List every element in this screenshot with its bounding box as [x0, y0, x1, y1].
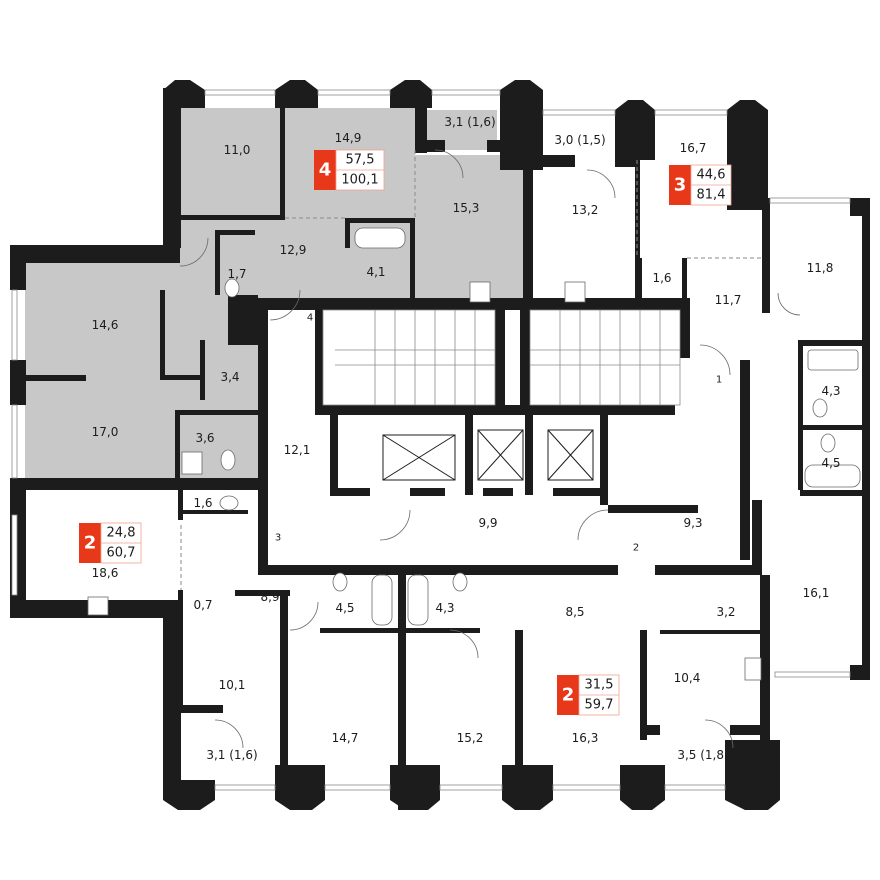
room-area: 14,6 [92, 318, 119, 332]
stairwell-left [322, 309, 496, 406]
room-area: 3,4 [220, 370, 239, 384]
room-area: 4,3 [821, 384, 840, 398]
room-area: 4,3 [435, 601, 454, 615]
room-area: 13,2 [572, 203, 599, 217]
room-area: 3,2 [716, 605, 735, 619]
zone-dividers [180, 150, 762, 590]
room-area: 11,0 [224, 143, 251, 157]
apartment-4-area[interactable] [25, 108, 523, 482]
room-area: 11,7 [715, 293, 742, 307]
entrance-number: 3 [275, 533, 281, 544]
living-area: 31,5 [585, 678, 614, 693]
rooms-count: 3 [674, 175, 687, 196]
rooms-count: 2 [562, 685, 575, 706]
room-area: 8,9 [260, 590, 279, 604]
apartment-badge-2-west[interactable]: 2 24,8 60,7 [79, 522, 142, 564]
room-labels: 11,0 14,9 3,1 (1,6) 15,3 12,9 4,1 1,7 14… [92, 115, 841, 762]
room-area: 15,2 [457, 731, 484, 745]
living-area: 24,8 [107, 526, 136, 541]
room-area: 9,3 [683, 516, 702, 530]
room-area: 14,9 [335, 131, 362, 145]
room-area: 14,7 [332, 731, 359, 745]
room-area: 9,9 [478, 516, 497, 530]
apartment-badge-3[interactable]: 3 44,6 81,4 [669, 164, 732, 206]
total-area: 81,4 [697, 188, 726, 203]
room-area: 12,1 [284, 443, 311, 457]
room-area: 3,1 (1,6) [206, 748, 257, 762]
room-area: 10,1 [219, 678, 246, 692]
room-area: 10,4 [674, 671, 701, 685]
entrance-numbers: 4 1 3 2 [275, 313, 722, 554]
room-area: 3,1 (1,6) [444, 115, 495, 129]
rooms-count: 4 [319, 160, 332, 181]
room-area: 16,3 [572, 731, 599, 745]
room-area: 18,6 [92, 566, 119, 580]
entrance-number: 4 [307, 313, 313, 324]
doors [179, 149, 801, 749]
entrance-number: 1 [716, 375, 722, 386]
room-area: 3,6 [195, 431, 214, 445]
room-area: 1,6 [193, 496, 212, 510]
room-area: 1,6 [652, 271, 671, 285]
room-area: 16,7 [680, 141, 707, 155]
fixtures [87, 227, 861, 681]
entrance-number: 2 [633, 543, 639, 554]
room-area: 3,0 (1,5) [554, 133, 605, 147]
room-area: 16,1 [803, 586, 830, 600]
total-area: 100,1 [341, 173, 378, 188]
room-area: 4,1 [366, 265, 385, 279]
living-area: 57,5 [346, 153, 375, 168]
room-area: 4,5 [335, 601, 354, 615]
rooms-count: 2 [84, 533, 97, 554]
room-area: 3,5 (1,8) [677, 748, 728, 762]
room-area: 8,5 [565, 605, 584, 619]
stairwell-right [529, 309, 681, 406]
total-area: 59,7 [585, 698, 614, 713]
living-area: 44,6 [697, 168, 726, 183]
total-area: 60,7 [107, 546, 136, 561]
room-area: 0,7 [193, 598, 212, 612]
room-area: 17,0 [92, 425, 119, 439]
apartment-badge-2-south[interactable]: 2 31,5 59,7 [557, 674, 620, 716]
room-area: 4,5 [821, 456, 840, 470]
apartment-badge-4[interactable]: 4 57,5 100,1 [314, 149, 385, 191]
room-area: 11,8 [807, 261, 834, 275]
elevators [382, 429, 594, 481]
room-area: 12,9 [280, 243, 307, 257]
room-area: 1,7 [227, 267, 246, 281]
walls [10, 80, 870, 810]
room-area: 15,3 [453, 201, 480, 215]
